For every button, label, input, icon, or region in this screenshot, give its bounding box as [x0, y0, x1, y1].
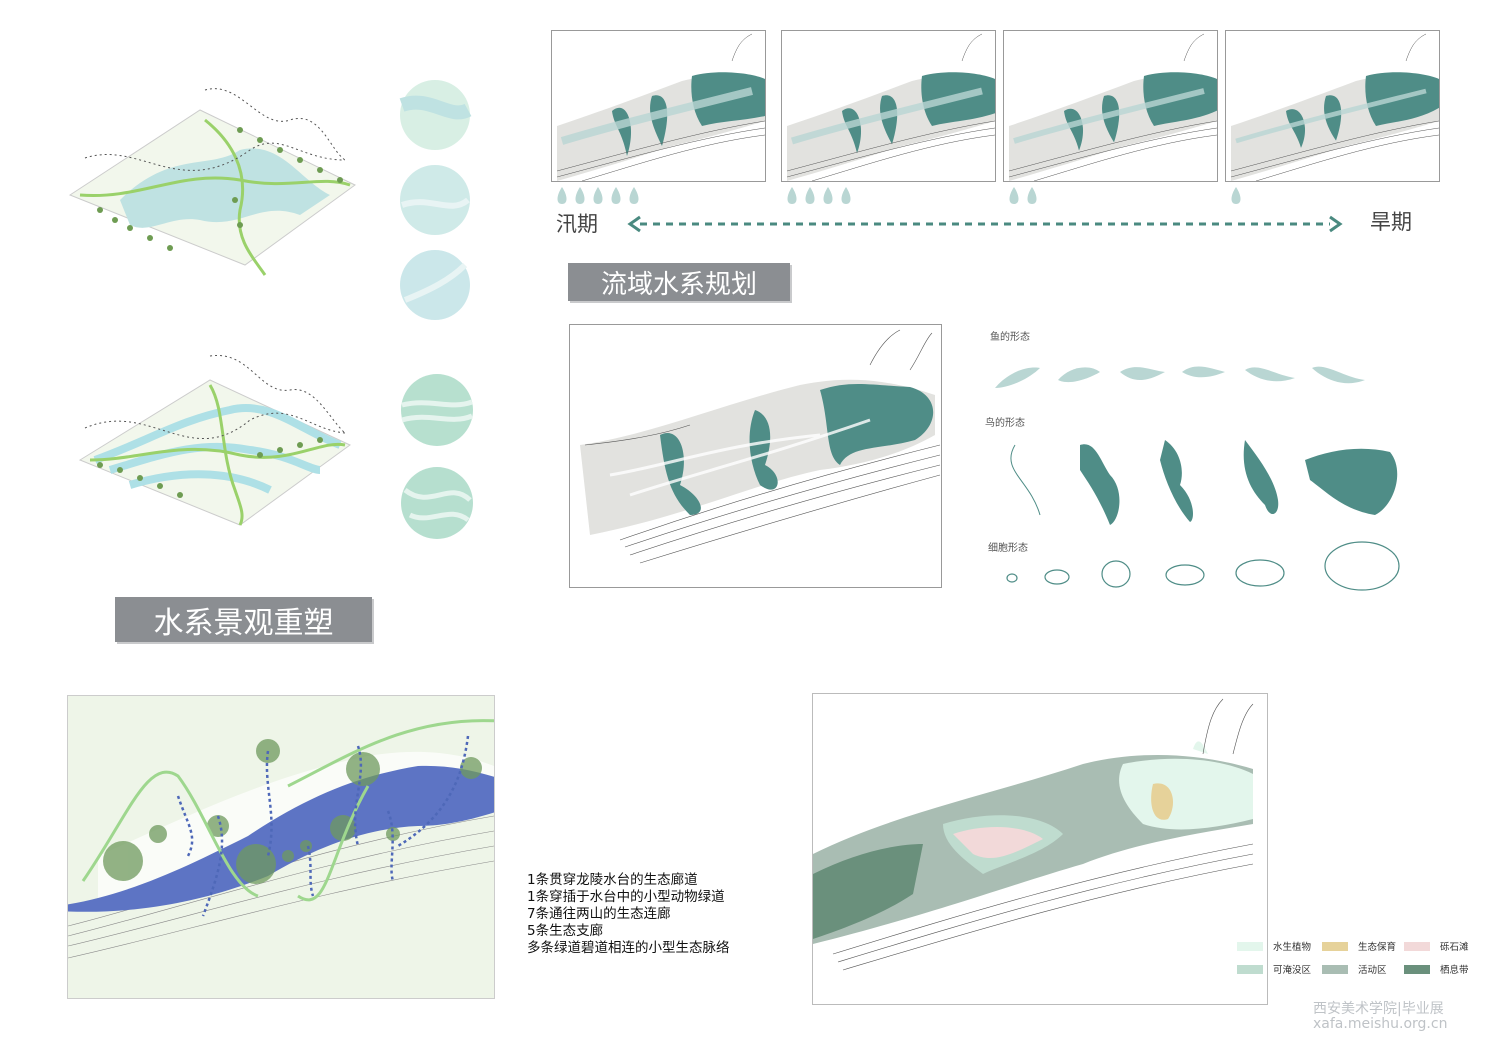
legend-item: 生态保育: [1322, 939, 1396, 953]
corridor-diagram: [67, 695, 495, 999]
legend-item: 可淹没区: [1237, 962, 1311, 976]
iso-plane-1: [68, 88, 356, 276]
corridor-list-item: 5条生态支廊: [527, 923, 604, 939]
water-drop-icon: [787, 187, 797, 204]
season-map: [781, 30, 996, 182]
legend-swatch: [1322, 964, 1348, 974]
flood-season-label: 汛期: [556, 212, 598, 236]
water-drop-icon: [629, 187, 639, 204]
season-map: [1225, 30, 1440, 182]
legend-label: 可淹没区: [1273, 965, 1312, 976]
zoning-map: [812, 693, 1268, 1005]
water-drop-icon: [823, 187, 833, 204]
fish-form-label: 鱼的形态: [990, 332, 1030, 343]
watermark-url: xafa.meishu.org.cn: [1313, 1016, 1448, 1032]
watermark-school: 西安美术学院|毕业展: [1313, 1001, 1444, 1017]
water-drop-icon: [1231, 187, 1241, 204]
legend-label: 水生植物: [1273, 942, 1312, 953]
corridor-list-item: 1条穿插于水台中的小型动物绿道: [527, 889, 725, 905]
water-drop-icon: [557, 187, 567, 204]
isometric-diagrams: [68, 80, 473, 539]
water-drop-icon: [1009, 187, 1019, 204]
legend-item: 栖息带: [1404, 962, 1469, 976]
water-drop-icon: [593, 187, 603, 204]
legend-swatch: [1322, 941, 1348, 951]
water-drop-icon: [1027, 187, 1037, 204]
legend-swatch: [1237, 941, 1263, 951]
legend-label: 栖息带: [1440, 965, 1469, 976]
season-map: [1003, 30, 1218, 182]
corridor-list-item: 7条通往两山的生态连廊: [527, 906, 671, 922]
cell-form-label: 细胞形态: [988, 543, 1028, 554]
legend-item: 水生植物: [1237, 939, 1311, 953]
legend-label: 砾石滩: [1440, 942, 1469, 953]
bird-forms: [1010, 440, 1398, 525]
iso-plane-2: [78, 355, 351, 526]
legend-item: 砾石滩: [1404, 939, 1469, 953]
water-reshape-title: 水系景观重塑: [115, 597, 372, 642]
legend-label: 生态保育: [1358, 942, 1397, 953]
basin-planning-title: 流域水系规划: [568, 263, 790, 301]
legend-label: 活动区: [1358, 965, 1387, 976]
watermark: 西安美术学院|毕业展 xafa.meishu.org.cn: [1313, 1002, 1447, 1032]
cell-forms: [1006, 541, 1400, 591]
water-drop-icon: [575, 187, 585, 204]
legend-swatch: [1404, 941, 1430, 951]
fish-forms: [995, 366, 1365, 388]
legend-swatch: [1404, 964, 1430, 974]
water-drop-icon: [805, 187, 815, 204]
season-map: [551, 30, 766, 182]
water-drop-icon: [611, 187, 621, 204]
season-arrow: [627, 215, 1343, 233]
detail-circles: [399, 80, 473, 539]
legend-swatch: [1237, 964, 1263, 974]
form-shapes: [995, 366, 1400, 591]
bird-form-label: 鸟的形态: [985, 418, 1025, 429]
corridor-list: 1条贯穿龙陵水台的生态廊道 1条穿插于水台中的小型动物绿道 7条通往两山的生态连…: [527, 872, 730, 957]
water-drop-icon: [841, 187, 851, 204]
dry-season-label: 旱期: [1370, 210, 1412, 234]
corridor-list-item: 1条贯穿龙陵水台的生态廊道: [527, 872, 698, 888]
corridor-list-item: 多条绿道碧道相连的小型生态脉络: [527, 940, 730, 956]
basin-plan-map: [569, 324, 942, 588]
season-droplets: [557, 187, 1241, 204]
legend-item: 活动区: [1322, 962, 1387, 976]
